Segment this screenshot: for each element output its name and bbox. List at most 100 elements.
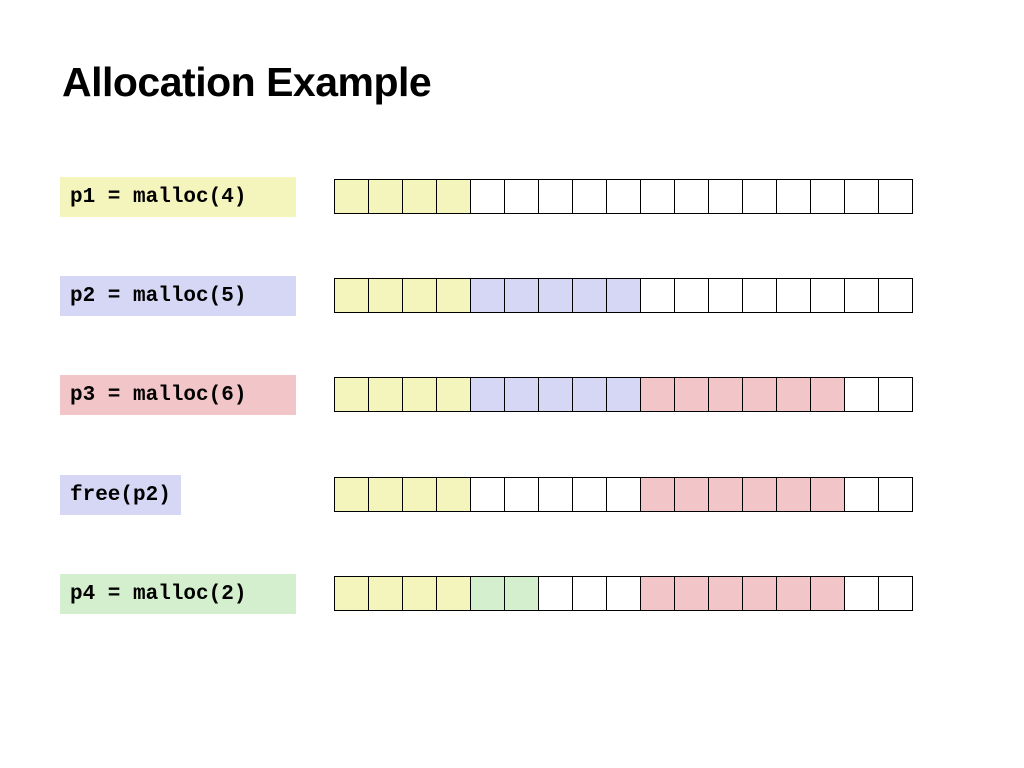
p1-block-cell <box>369 477 403 512</box>
p2-block-cell <box>539 278 573 313</box>
p1-block-cell <box>437 179 471 214</box>
free-block-cell <box>811 278 845 313</box>
p1-block-cell <box>403 278 437 313</box>
free-block-cell <box>675 278 709 313</box>
free-block-cell <box>845 477 879 512</box>
free-block-cell <box>539 576 573 611</box>
p1-block-cell <box>403 179 437 214</box>
free-block-cell <box>845 278 879 313</box>
operation-label: p2 = malloc(5) <box>60 276 296 316</box>
p1-block-cell <box>369 278 403 313</box>
p1-block-cell <box>335 179 369 214</box>
heap-blocks <box>334 477 913 512</box>
p3-block-cell <box>641 377 675 412</box>
p1-block-cell <box>335 377 369 412</box>
p2-block-cell <box>505 278 539 313</box>
p2-block-cell <box>539 377 573 412</box>
free-block-cell <box>879 179 913 214</box>
free-block-cell <box>879 377 913 412</box>
p4-block-cell <box>471 576 505 611</box>
p1-block-cell <box>403 576 437 611</box>
free-block-cell <box>471 179 505 214</box>
allocation-row-p4: p4 = malloc(2) <box>0 574 1024 614</box>
p1-block-cell <box>335 278 369 313</box>
p1-block-cell <box>403 477 437 512</box>
p1-block-cell <box>437 477 471 512</box>
p3-block-cell <box>641 576 675 611</box>
heap-blocks <box>334 576 913 611</box>
heap-blocks <box>334 179 913 214</box>
p3-block-cell <box>743 477 777 512</box>
p4-block-cell <box>505 576 539 611</box>
p1-block-cell <box>437 576 471 611</box>
p3-block-cell <box>641 477 675 512</box>
p3-block-cell <box>811 377 845 412</box>
p3-block-cell <box>811 477 845 512</box>
free-block-cell <box>573 477 607 512</box>
p2-block-cell <box>471 278 505 313</box>
allocation-row-p3: p3 = malloc(6) <box>0 375 1024 415</box>
free-block-cell <box>471 477 505 512</box>
free-block-cell <box>573 576 607 611</box>
p3-block-cell <box>709 477 743 512</box>
free-block-cell <box>879 576 913 611</box>
free-block-cell <box>505 179 539 214</box>
free-block-cell <box>539 179 573 214</box>
free-block-cell <box>505 477 539 512</box>
free-block-cell <box>607 179 641 214</box>
p1-block-cell <box>369 377 403 412</box>
free-block-cell <box>709 179 743 214</box>
free-block-cell <box>879 477 913 512</box>
p2-block-cell <box>573 278 607 313</box>
free-block-cell <box>641 179 675 214</box>
free-block-cell <box>743 278 777 313</box>
p1-block-cell <box>369 179 403 214</box>
p3-block-cell <box>675 477 709 512</box>
slide-title: Allocation Example <box>62 59 432 105</box>
free-block-cell <box>777 278 811 313</box>
p1-block-cell <box>437 377 471 412</box>
operation-label: p3 = malloc(6) <box>60 375 296 415</box>
free-block-cell <box>777 179 811 214</box>
free-block-cell <box>845 576 879 611</box>
p1-block-cell <box>335 477 369 512</box>
free-block-cell <box>811 179 845 214</box>
free-block-cell <box>845 377 879 412</box>
p3-block-cell <box>777 377 811 412</box>
free-block-cell <box>743 179 777 214</box>
p2-block-cell <box>471 377 505 412</box>
p3-block-cell <box>777 576 811 611</box>
allocation-row-p1: p1 = malloc(4) <box>0 177 1024 217</box>
free-block-cell <box>573 179 607 214</box>
p3-block-cell <box>709 377 743 412</box>
free-block-cell <box>879 278 913 313</box>
heap-blocks <box>334 278 913 313</box>
p3-block-cell <box>811 576 845 611</box>
p2-block-cell <box>607 278 641 313</box>
free-block-cell <box>641 278 675 313</box>
p2-block-cell <box>573 377 607 412</box>
operation-label: p4 = malloc(2) <box>60 574 296 614</box>
free-row-p2: free(p2) <box>0 475 1024 515</box>
p3-block-cell <box>743 377 777 412</box>
p3-block-cell <box>777 477 811 512</box>
free-block-cell <box>675 179 709 214</box>
p3-block-cell <box>709 576 743 611</box>
allocation-row-p2: p2 = malloc(5) <box>0 276 1024 316</box>
p1-block-cell <box>403 377 437 412</box>
p3-block-cell <box>675 576 709 611</box>
free-block-cell <box>709 278 743 313</box>
p1-block-cell <box>437 278 471 313</box>
p1-block-cell <box>335 576 369 611</box>
heap-blocks <box>334 377 913 412</box>
operation-label: free(p2) <box>60 475 181 515</box>
free-block-cell <box>845 179 879 214</box>
p3-block-cell <box>743 576 777 611</box>
operation-label: p1 = malloc(4) <box>60 177 296 217</box>
p3-block-cell <box>675 377 709 412</box>
free-block-cell <box>539 477 573 512</box>
free-block-cell <box>607 477 641 512</box>
p2-block-cell <box>505 377 539 412</box>
free-block-cell <box>607 576 641 611</box>
